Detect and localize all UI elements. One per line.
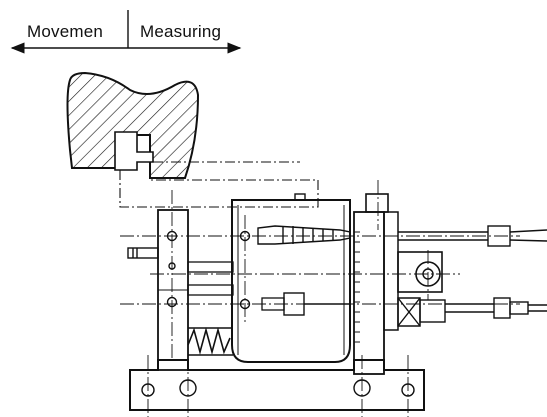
hatched-workpiece — [66, 71, 200, 179]
upper-fiber-connector — [487, 225, 511, 247]
probe-bracket — [114, 131, 154, 171]
label-measuring: Measuring — [140, 22, 222, 41]
label-movement: Movemen — [27, 22, 104, 41]
center-housing — [231, 199, 351, 363]
spring — [187, 326, 231, 356]
serrations — [354, 231, 360, 343]
top-cap — [365, 193, 389, 213]
left-rod — [127, 247, 159, 259]
base-plate — [129, 359, 425, 411]
linkage-lines — [119, 161, 319, 208]
center-lines — [120, 180, 520, 417]
clamp-block — [397, 251, 443, 293]
conical-guide — [257, 225, 351, 245]
lower-fiber-connector — [493, 297, 511, 319]
